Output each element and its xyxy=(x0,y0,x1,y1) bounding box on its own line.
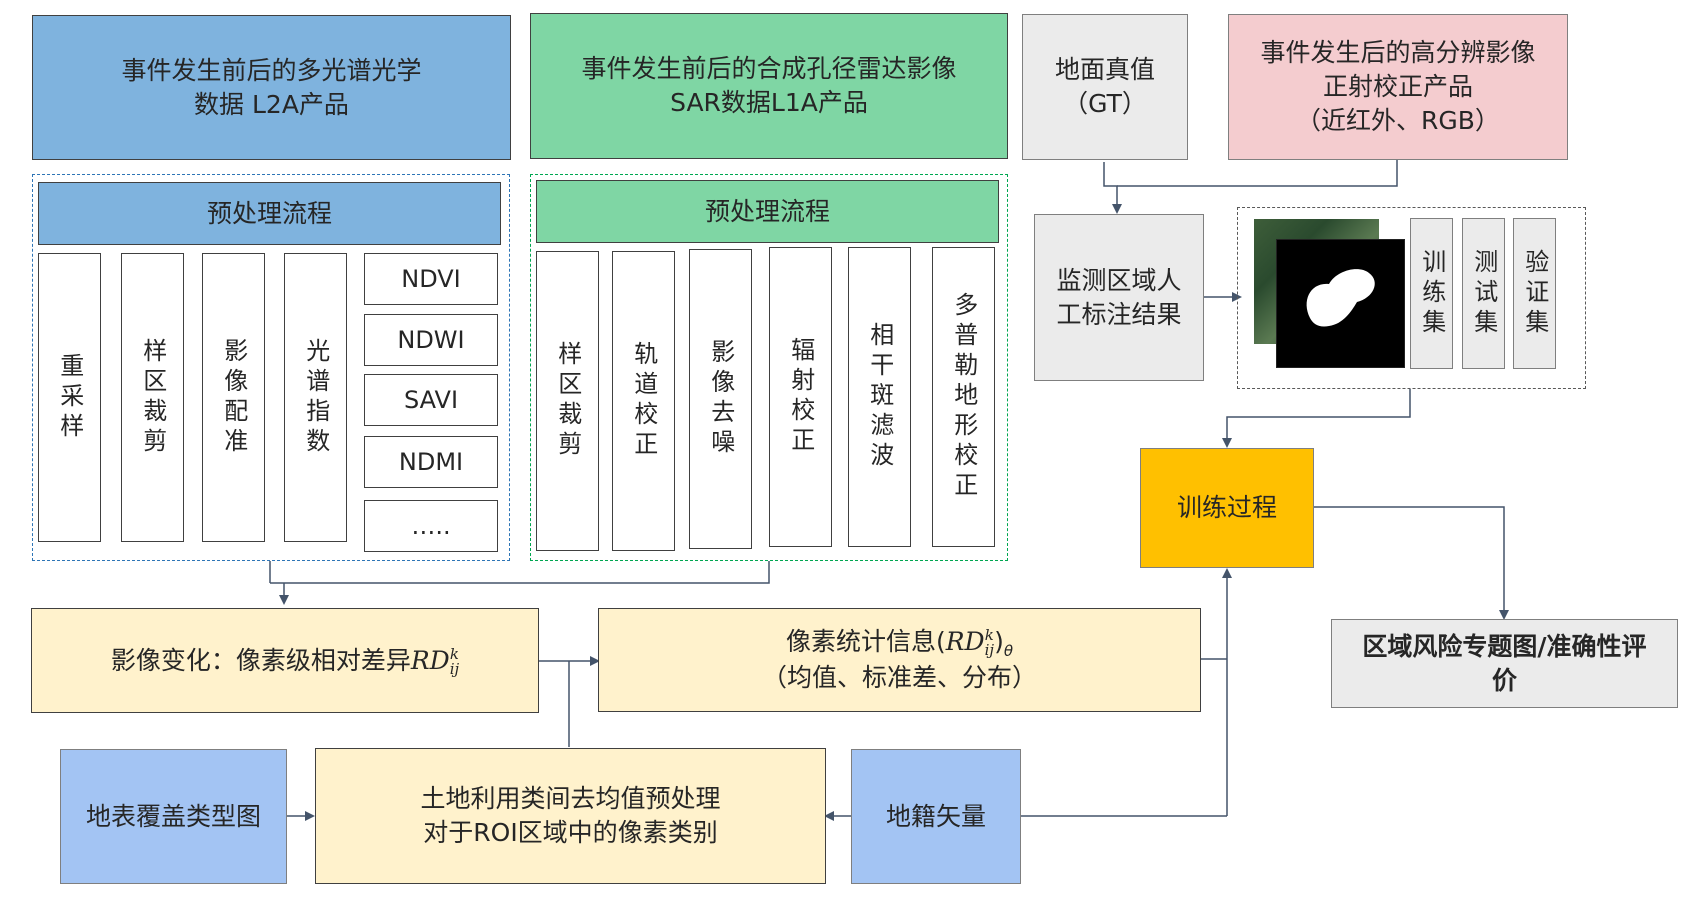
set-test: 测试集 xyxy=(1462,218,1505,369)
sar-step-orbit: 轨道校正 xyxy=(612,251,675,551)
sar-line-1: 事件发生前后的合成孔径雷达影像 xyxy=(581,54,957,84)
demean-box: 土地利用类间去均值预处理 对于ROI区域中的像素类别 xyxy=(315,748,826,884)
sar-step-label: 样区裁剪 xyxy=(553,341,582,461)
index-ndmi: NDMI xyxy=(364,436,498,488)
annotation-line-2: 工标注结果 xyxy=(1056,299,1182,329)
change-symbol: RD xyxy=(410,645,450,675)
sar-step-label: 影像去噪 xyxy=(706,339,735,459)
optical-step-register: 影像配准 xyxy=(202,253,265,542)
sar-step-label: 多普勒地形校正 xyxy=(949,292,978,502)
gt-input-box: 地面真值 （GT） xyxy=(1022,14,1188,160)
optical-preprocess-header: 预处理流程 xyxy=(38,182,501,245)
optical-preprocess-group xyxy=(32,174,510,561)
sar-preprocess-header: 预处理流程 xyxy=(536,180,999,243)
cadastral-box: 地籍矢量 xyxy=(851,749,1021,884)
mask-shape xyxy=(1306,269,1375,327)
optical-input-box: 事件发生前后的多光谱光学 数据 L2A产品 xyxy=(32,15,511,160)
line-sar-down xyxy=(270,561,770,584)
optical-step-crop: 样区裁剪 xyxy=(121,253,184,542)
demean-line-2: 对于ROI区域中的像素类别 xyxy=(423,818,718,847)
optical-step-label: 影像配准 xyxy=(219,337,248,458)
hires-line-2: 正射校正产品 xyxy=(1322,72,1473,102)
sar-step-radiometric: 辐射校正 xyxy=(769,247,832,547)
sar-preprocess-group xyxy=(530,174,1008,561)
stats-sub: ij xyxy=(984,641,995,659)
hires-line-3: （近红外、RGB） xyxy=(1296,105,1500,135)
change-prefix: 影像变化：像素级相对差异 xyxy=(110,645,411,675)
mask-image-thumbnail xyxy=(1276,239,1405,368)
index-savi: SAVI xyxy=(364,374,498,426)
arrow-images-to-training xyxy=(1222,389,1411,448)
stats-suffix-sub: θ xyxy=(1003,642,1014,660)
demean-line-1: 土地利用类间去均值预处理 xyxy=(420,784,721,814)
output-box: 区域风险专题图/准确性评 价 xyxy=(1331,619,1678,708)
change-sup: k xyxy=(449,644,459,663)
optical-step-label: 光谱指数 xyxy=(301,337,330,458)
index-ndvi: NDVI xyxy=(364,253,498,305)
set-label: 验证集 xyxy=(1520,248,1549,339)
optical-line-1: 事件发生前后的多光谱光学 xyxy=(121,55,422,85)
sar-step-denoise: 影像去噪 xyxy=(689,249,752,549)
annotation-line-1: 监测区域人 xyxy=(1056,265,1182,295)
optical-step-label: 样区裁剪 xyxy=(138,337,167,458)
stats-prefix: 像素统计信息( xyxy=(785,627,946,656)
stats-sup: k xyxy=(984,626,994,644)
gt-line-1: 地面真值 xyxy=(1054,55,1155,85)
optical-step-index: 光谱指数 xyxy=(284,253,347,542)
output-line-1: 区域风险专题图/准确性评 xyxy=(1362,631,1647,661)
optical-line-2: 数据 L2A产品 xyxy=(194,89,349,119)
sar-step-label: 辐射校正 xyxy=(786,337,815,457)
stats-suffix: ) xyxy=(994,627,1004,656)
optical-step-label: 重采样 xyxy=(55,352,84,443)
hires-line-1: 事件发生后的高分辨影像 xyxy=(1260,38,1536,68)
training-box: 训练过程 xyxy=(1140,448,1314,568)
line-hires-to-annotation xyxy=(1117,160,1398,187)
annotation-box: 监测区域人 工标注结果 xyxy=(1034,214,1204,381)
index-ndwi: NDWI xyxy=(364,314,498,366)
stats-symbol: RD xyxy=(945,627,985,656)
set-train: 训练集 xyxy=(1410,218,1453,369)
arrow-gt-to-annotation xyxy=(1103,162,1122,214)
landcover-box: 地表覆盖类型图 xyxy=(60,749,287,884)
sar-step-terrain: 多普勒地形校正 xyxy=(932,247,995,547)
set-label: 训练集 xyxy=(1417,248,1446,339)
sar-step-crop: 样区裁剪 xyxy=(536,251,599,551)
sar-step-label: 轨道校正 xyxy=(629,341,658,461)
change-sub: ij xyxy=(449,659,460,678)
sar-step-label: 相干斑滤波 xyxy=(865,322,894,472)
output-line-2: 价 xyxy=(1491,665,1517,695)
set-label: 测试集 xyxy=(1469,248,1498,339)
dataset-group xyxy=(1237,207,1586,389)
hires-input-box: 事件发生后的高分辨影像 正射校正产品 （近红外、RGB） xyxy=(1228,14,1568,160)
stats-line-2: （均值、标准差、分布） xyxy=(761,663,1037,693)
set-validation: 验证集 xyxy=(1513,218,1556,369)
sar-step-speckle: 相干斑滤波 xyxy=(848,247,911,547)
gt-line-2: （GT） xyxy=(1063,89,1147,118)
sar-line-2: SAR数据L1A产品 xyxy=(670,88,868,117)
arrow-training-to-output xyxy=(1314,506,1509,620)
sar-input-box: 事件发生前后的合成孔径雷达影像 SAR数据L1A产品 xyxy=(530,13,1008,159)
index-more: ….. xyxy=(364,500,498,552)
optical-step-resample: 重采样 xyxy=(38,253,101,542)
